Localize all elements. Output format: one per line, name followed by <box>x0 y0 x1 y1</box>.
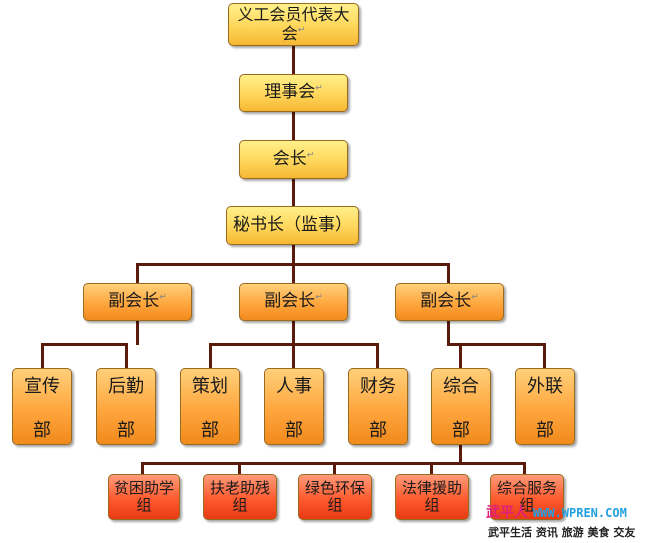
node-group-general-service: 综合服务组 <box>490 474 564 520</box>
connector-president-secretary <box>292 179 295 206</box>
connector-dept2-drop <box>125 343 128 368</box>
connector-dept7-drop <box>543 343 546 368</box>
node-vice-president-3-label: 副会长 <box>420 291 472 312</box>
node-dept-planning: 策划 部 <box>180 368 240 445</box>
node-group-poverty-education: 贫困助学组 <box>108 474 180 520</box>
node-president-label: 会长 <box>272 148 307 169</box>
node-dept-planning-top: 策划 <box>192 376 228 397</box>
node-vice-president-1: 副会长↵ <box>83 283 192 321</box>
node-dept-logistics-bottom: 部 <box>117 420 135 442</box>
node-group-legal-aid-label: 法律援助组 <box>401 478 462 514</box>
connector-top-council <box>292 46 295 74</box>
connector-group5-drop <box>523 462 526 474</box>
node-dept-publicity-bottom: 部 <box>33 420 51 442</box>
node-group-elderly-disabled-label: 扶老助残组 <box>209 478 270 514</box>
node-dept-personnel-bottom: 部 <box>285 420 303 442</box>
node-member-congress: 义工会员代表大会↵ <box>228 3 359 46</box>
node-vice-president-3: 副会长↵ <box>395 283 504 321</box>
node-group-poverty-education-label: 贫困助学组 <box>113 478 174 514</box>
connector-vp2-down <box>292 321 295 345</box>
connector-dept5-drop <box>376 343 379 368</box>
node-dept-general: 综合 部 <box>431 368 491 445</box>
connector-vp1-down <box>136 321 139 345</box>
node-council-label: 理事会 <box>264 82 316 103</box>
connector-vp1-bar <box>41 343 128 346</box>
node-dept-general-top: 综合 <box>443 376 479 397</box>
connector-dept1-drop <box>41 343 44 368</box>
node-dept-external-bottom: 部 <box>536 420 554 442</box>
node-vice-president-2-label: 副会长 <box>264 291 316 312</box>
node-vice-president-2: 副会长↵ <box>239 283 348 321</box>
node-dept-logistics-top: 后勤 <box>108 376 144 397</box>
node-group-elderly-disabled: 扶老助残组 <box>203 474 277 520</box>
node-group-general-service-label: 综合服务组 <box>496 478 557 514</box>
node-dept-external: 外联 部 <box>515 368 575 445</box>
node-group-green-environment-label: 绿色环保组 <box>304 478 365 514</box>
node-member-congress-label: 义工会员代表大会 <box>237 5 350 43</box>
node-group-green-environment: 绿色环保组 <box>298 474 372 520</box>
connector-vp3-join <box>447 343 462 346</box>
watermark-url: WWW.WPREN.COM <box>532 506 627 520</box>
connector-group4-drop <box>430 462 433 474</box>
node-dept-publicity-top: 宣传 <box>24 376 60 397</box>
connector-council-president <box>292 112 295 140</box>
connector-vp1-drop <box>136 263 139 283</box>
connector-dept4-drop <box>292 343 295 368</box>
connector-dept6-down <box>459 445 462 464</box>
node-dept-personnel: 人事 部 <box>264 368 324 445</box>
node-dept-publicity: 宣传 部 <box>12 368 72 445</box>
connector-group3-drop <box>333 462 336 474</box>
node-president: 会长↵ <box>239 140 348 179</box>
connector-group1-drop <box>141 462 144 474</box>
watermark-site-name: 武平人 <box>486 505 528 521</box>
connector-vp3-bar <box>459 343 546 346</box>
node-dept-finance-top: 财务 <box>360 376 396 397</box>
node-dept-external-top: 外联 <box>527 376 563 397</box>
watermark-site: 武平人 WWW.WPREN.COM <box>486 502 627 522</box>
connector-group2-drop <box>238 462 241 474</box>
node-group-legal-aid: 法律援助组 <box>395 474 469 520</box>
node-dept-logistics: 后勤 部 <box>96 368 156 445</box>
watermark-nav: 武平生活 资讯 旅游 美食 交友 <box>488 526 636 539</box>
node-secretary-general: 秘书长（监事） <box>226 206 359 245</box>
node-vice-president-1-label: 副会长 <box>108 291 160 312</box>
connector-secretary-down <box>292 245 295 265</box>
connector-dept3-drop <box>209 343 212 368</box>
node-dept-personnel-top: 人事 <box>276 376 312 397</box>
connector-vp3-down <box>447 321 450 345</box>
node-council: 理事会↵ <box>239 74 348 112</box>
connector-vp3-drop <box>447 263 450 283</box>
connector-dept6-drop <box>459 343 462 368</box>
connector-vp2-drop <box>292 263 295 283</box>
node-dept-finance: 财务 部 <box>348 368 408 445</box>
node-secretary-general-label: 秘书长（监事） <box>233 214 352 235</box>
watermark: 武平人 WWW.WPREN.COM 武平生活 资讯 旅游 美食 交友 <box>486 500 662 542</box>
node-dept-planning-bottom: 部 <box>201 420 219 442</box>
node-dept-general-bottom: 部 <box>452 420 470 442</box>
node-dept-finance-bottom: 部 <box>369 420 387 442</box>
